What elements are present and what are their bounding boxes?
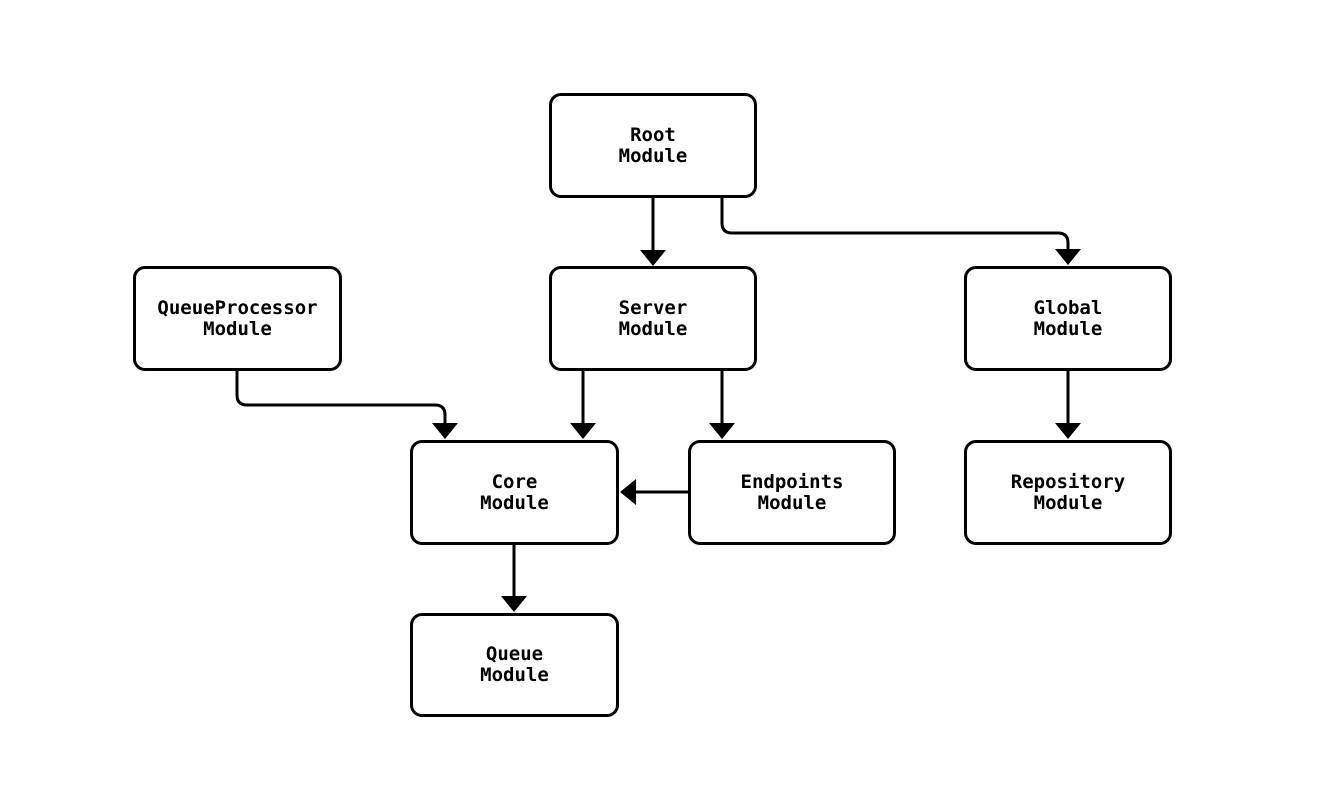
node-label-server-module: Server Module bbox=[618, 296, 688, 340]
node-label-queue-module: Queue Module bbox=[480, 643, 549, 686]
node-repository-module: Repository Module bbox=[964, 440, 1172, 545]
node-label-core-module: Core Module bbox=[480, 470, 549, 514]
node-server-module: Server Module bbox=[549, 266, 757, 371]
node-endpoints-module: Endpoints Module bbox=[688, 440, 896, 545]
node-root-module: Root Module bbox=[549, 93, 757, 198]
node-label-queueprocessor-module: QueueProcessor Module bbox=[157, 296, 318, 340]
node-queue-module: Queue Module bbox=[410, 613, 619, 717]
node-global-module: Global Module bbox=[964, 266, 1172, 371]
edge-queueprocessor-module-to-core-module bbox=[235, 371, 458, 439]
node-queueprocessor-module: QueueProcessor Module bbox=[133, 266, 342, 371]
node-label-root-module: Root Module bbox=[618, 123, 688, 167]
node-label-global-module: Global Module bbox=[1033, 296, 1103, 340]
edge-root-module-to-global-module bbox=[720, 198, 1081, 265]
node-label-endpoints-module: Endpoints Module bbox=[740, 470, 844, 514]
node-core-module: Core Module bbox=[410, 440, 619, 545]
node-label-repository-module: Repository Module bbox=[1010, 470, 1126, 514]
